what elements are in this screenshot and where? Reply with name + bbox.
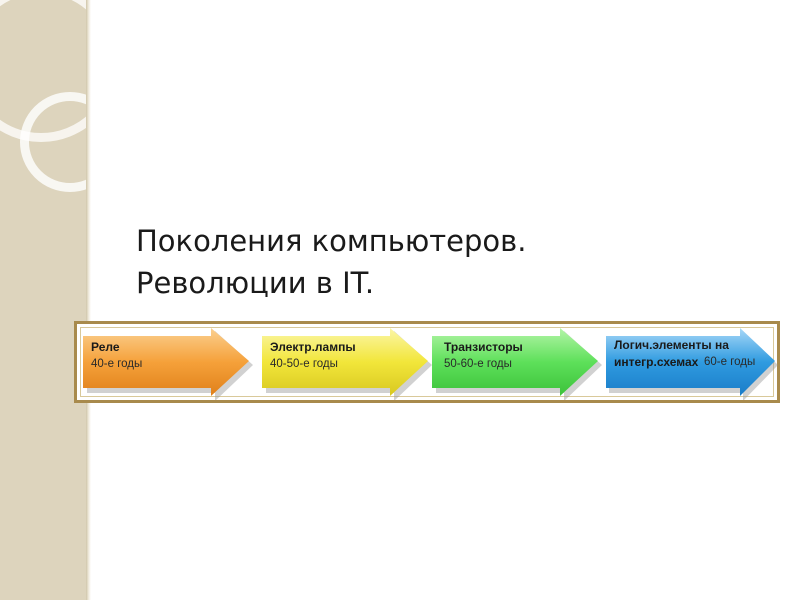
generations-timeline: Реле 40-е годы Электр.лампы 40-50-е годы (74, 321, 780, 403)
arrow-shape (262, 328, 432, 400)
generation-name: Реле (91, 340, 120, 354)
generation-years: 40-е годы (91, 358, 143, 370)
arrow-shape (432, 328, 602, 400)
generation-arrow-relay: Реле 40-е годы (81, 328, 253, 400)
sidebar-edge (86, 0, 91, 600)
generation-arrow-transistors: Транзисторы 50-60-е годы (430, 328, 602, 400)
decorative-sidebar (0, 0, 120, 600)
generation-name: Транзисторы (444, 340, 523, 354)
generation-name-line1: Логич.элементы на (614, 338, 729, 352)
generation-years: 40-50-е годы (270, 358, 338, 370)
generation-name-line2: интегр.схемах (614, 355, 699, 369)
decorative-ring (20, 92, 120, 192)
generation-years: 60-е годы (704, 356, 756, 368)
arrow-shape (83, 328, 253, 400)
slide-title-line2: Революции в IT. (136, 266, 375, 300)
generation-name: Электр.лампы (270, 340, 356, 354)
generation-years: 50-60-е годы (444, 358, 512, 370)
slide-title-line1: Поколения компьютеров. (136, 224, 527, 258)
slide-title: Поколения компьютеров. Революции в IT. (136, 220, 526, 304)
arrow-shape (606, 328, 778, 400)
generation-arrow-integrated: Логич.элементы на интегр.схемах 60-е год… (604, 328, 779, 400)
generation-arrow-tubes: Электр.лампы 40-50-е годы (260, 328, 432, 400)
